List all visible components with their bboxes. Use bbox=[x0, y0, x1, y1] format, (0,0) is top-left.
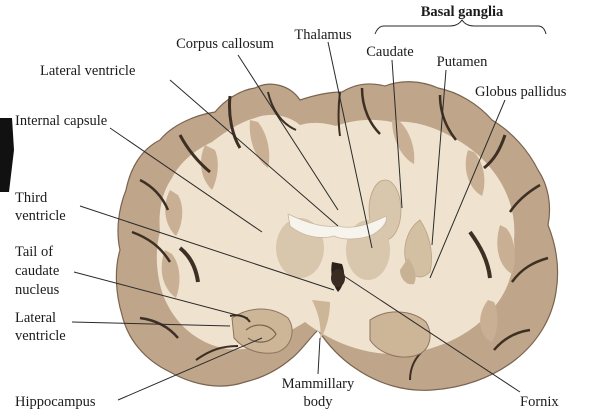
label-mammillary-line2: body bbox=[304, 394, 334, 410]
label-globus-pallidus: Globus pallidus bbox=[475, 84, 567, 100]
label-thalamus: Thalamus bbox=[294, 27, 352, 43]
label-caudate: Caudate bbox=[366, 44, 414, 60]
label-tail-caudate-line3: nucleus bbox=[15, 282, 60, 298]
leader-mammillary bbox=[318, 338, 320, 374]
basal-ganglia-bracket bbox=[375, 20, 546, 34]
brain-section bbox=[116, 82, 557, 391]
label-tail-caudate-line2: caudate bbox=[15, 263, 59, 279]
label-lateral-ventricle-low-line2: ventricle bbox=[15, 328, 66, 344]
fornix-dot bbox=[331, 269, 345, 287]
label-lateral-ventricle-top: Lateral ventricle bbox=[40, 63, 135, 79]
label-third-ventricle-line1: Third bbox=[15, 190, 48, 206]
label-mammillary-line1: Mammillary bbox=[282, 376, 355, 392]
label-tail-caudate-line1: Tail of bbox=[15, 244, 53, 260]
label-hippocampus: Hippocampus bbox=[15, 394, 96, 410]
label-fornix: Fornix bbox=[520, 394, 559, 410]
label-corpus-callosum: Corpus callosum bbox=[176, 36, 275, 52]
label-basal-ganglia: Basal ganglia bbox=[421, 4, 504, 20]
label-third-ventricle-line2: ventricle bbox=[15, 208, 66, 224]
edge-mark bbox=[0, 118, 14, 192]
label-internal-capsule: Internal capsule bbox=[15, 113, 107, 129]
label-lateral-ventricle-low-line1: Lateral bbox=[15, 310, 56, 326]
label-putamen: Putamen bbox=[437, 54, 488, 70]
